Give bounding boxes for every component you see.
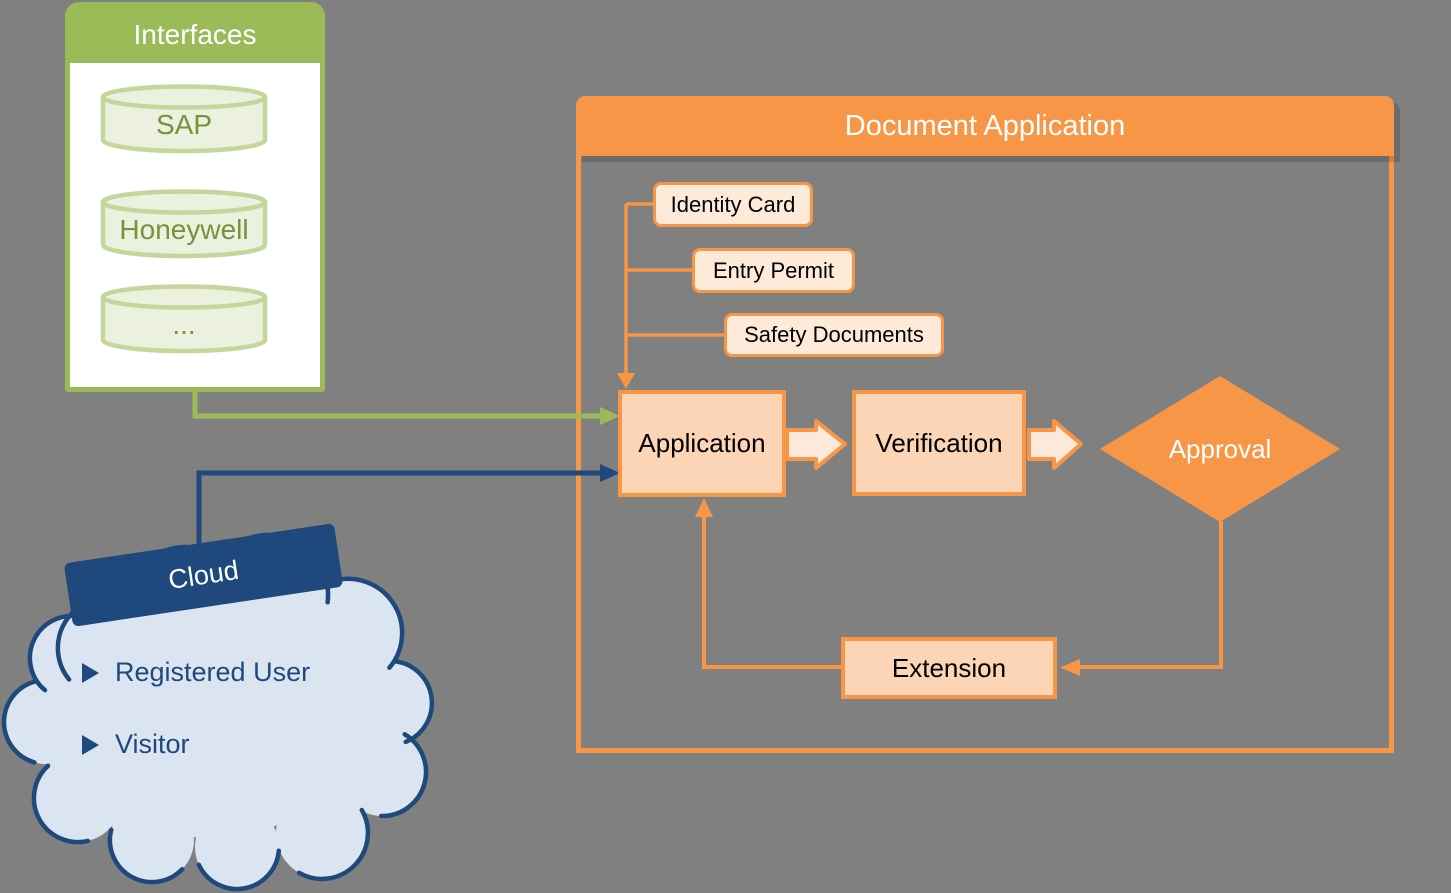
database-cylinder-icon xyxy=(100,84,268,154)
cloud-item-label: Registered User xyxy=(115,657,311,687)
interface-cylinder-other-label: ... xyxy=(172,309,196,340)
cloud-item-label: Visitor xyxy=(115,729,190,759)
verification-to-approval-block-arrow xyxy=(1027,419,1083,470)
documents-to-application-connector xyxy=(617,202,727,389)
interface-cylinder-honeywell: Honeywell xyxy=(100,189,268,259)
cloud-item-registered-user: Registered User xyxy=(82,657,310,688)
step-verification: Verification xyxy=(852,390,1026,496)
document-box-safety-documents: Safety Documents xyxy=(724,313,944,357)
approval-diamond xyxy=(1100,376,1340,522)
cloud-to-application-arrow xyxy=(196,464,620,556)
interfaces-panel-title: Interfaces xyxy=(69,6,321,63)
extension-to-application-connector xyxy=(695,498,841,669)
interface-cylinder-sap-label: SAP xyxy=(155,109,213,140)
document-application-title: Document Application xyxy=(576,96,1394,156)
approval-to-extension-connector xyxy=(1060,521,1223,676)
step-application: Application xyxy=(618,390,786,497)
interface-cylinder-sap: SAP xyxy=(100,84,268,154)
cloud-item-visitor: Visitor xyxy=(82,729,190,760)
database-cylinder-icon xyxy=(100,189,268,259)
interface-cylinder-honeywell-label: Honeywell xyxy=(119,214,249,245)
application-to-verification-block-arrow xyxy=(785,419,847,470)
document-box-entry-permit: Entry Permit xyxy=(692,248,855,293)
step-extension: Extension xyxy=(841,637,1057,699)
document-box-identity-card: Identity Card xyxy=(653,182,813,227)
bullet-triangle-icon xyxy=(82,662,99,683)
cloud-shape xyxy=(4,535,432,889)
database-cylinder-icon xyxy=(100,284,268,354)
document-application-frame xyxy=(576,156,1394,753)
step-approval: Approval xyxy=(1168,433,1272,464)
interfaces-to-application-arrow xyxy=(192,392,620,425)
bullet-triangle-icon xyxy=(82,734,99,755)
interface-cylinder-other: ... xyxy=(100,284,268,354)
